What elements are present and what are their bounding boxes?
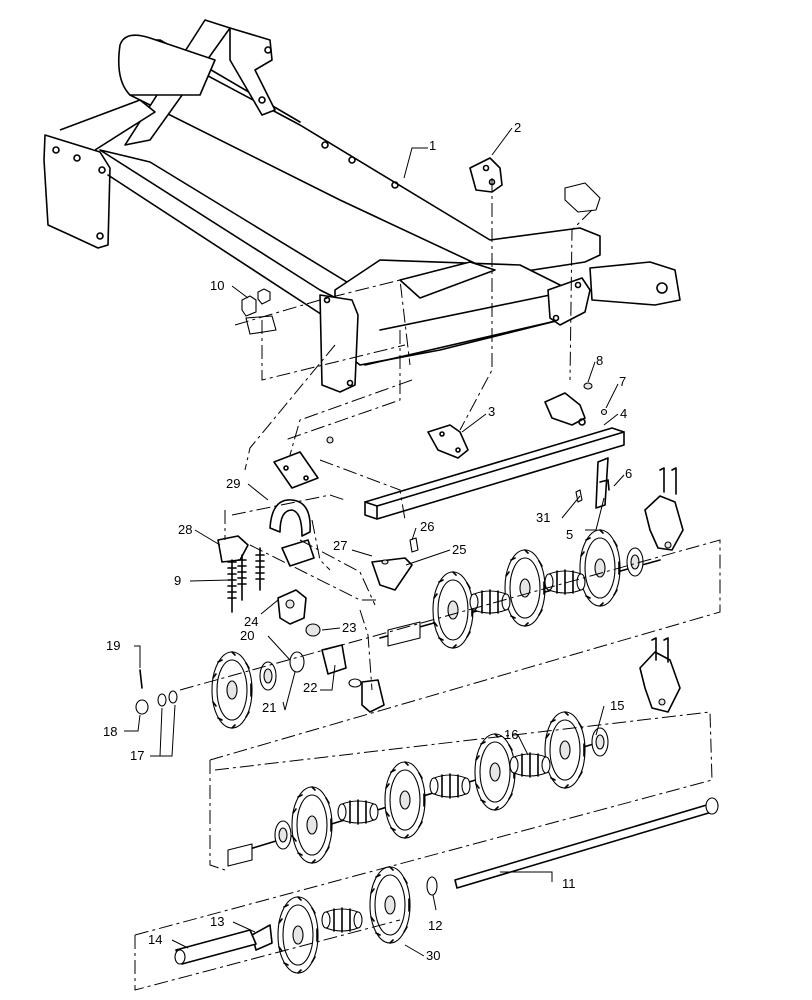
assembly-centerlines <box>134 178 721 991</box>
callout-6: 6 <box>625 466 632 481</box>
callout-10: 10 <box>210 278 224 293</box>
bracket-3 <box>427 424 469 459</box>
callout-20: 20 <box>240 628 254 643</box>
callout-11: 11 <box>562 876 576 891</box>
callout-17: 17 <box>130 748 144 763</box>
scraper-25 <box>371 537 419 591</box>
gang-axle-11 <box>454 797 719 889</box>
hanger-5 <box>575 457 610 509</box>
callout-25: 25 <box>452 542 466 557</box>
bracket-8 <box>544 382 593 426</box>
callout-30: 30 <box>426 948 440 963</box>
callout-leaders <box>124 127 625 957</box>
callout-5: 5 <box>566 527 573 542</box>
disc-gang-lower <box>174 866 438 974</box>
callout-31: 31 <box>536 510 550 525</box>
callout-24: 24 <box>244 614 258 629</box>
callout-2: 2 <box>514 120 521 135</box>
callout-26: 26 <box>420 519 434 534</box>
callout-28: 28 <box>178 522 192 537</box>
callout-19: 19 <box>106 638 120 653</box>
callout-4: 4 <box>620 406 627 421</box>
disc-gang-upper-left <box>135 623 385 729</box>
callout-8: 8 <box>596 353 603 368</box>
callout-15: 15 <box>610 698 624 713</box>
main-frame <box>43 19 681 393</box>
callout-18: 18 <box>103 724 117 739</box>
mount-plate-2 <box>469 157 601 213</box>
bearing-housing-24 <box>277 589 307 625</box>
callout-7: 7 <box>619 374 626 389</box>
end-clamp-upper <box>644 467 684 551</box>
callout-21: 21 <box>262 700 276 715</box>
callout-23: 23 <box>342 620 356 635</box>
callout-labels: 1 2 10 8 7 3 4 6 31 5 26 27 25 29 28 9 2… <box>103 120 632 963</box>
callout-16: 16 <box>504 727 518 742</box>
callout-12: 12 <box>428 918 442 933</box>
bolt-set-10 <box>241 288 277 335</box>
callout-22: 22 <box>303 680 317 695</box>
callout-13: 13 <box>210 914 224 929</box>
disc-gang-middle <box>227 711 609 867</box>
callout-1: 1 <box>429 138 436 153</box>
callout-29: 29 <box>226 476 240 491</box>
bracket-assembly-28 <box>217 535 265 613</box>
end-clamp-lower <box>639 637 681 713</box>
callout-27: 27 <box>333 538 347 553</box>
callout-3: 3 <box>488 404 495 419</box>
disc-gang-upper <box>379 529 661 649</box>
scraper-bar-4 <box>364 408 625 520</box>
u-clamp-29 <box>269 436 334 567</box>
callout-9: 9 <box>174 573 181 588</box>
callout-14: 14 <box>148 932 162 947</box>
